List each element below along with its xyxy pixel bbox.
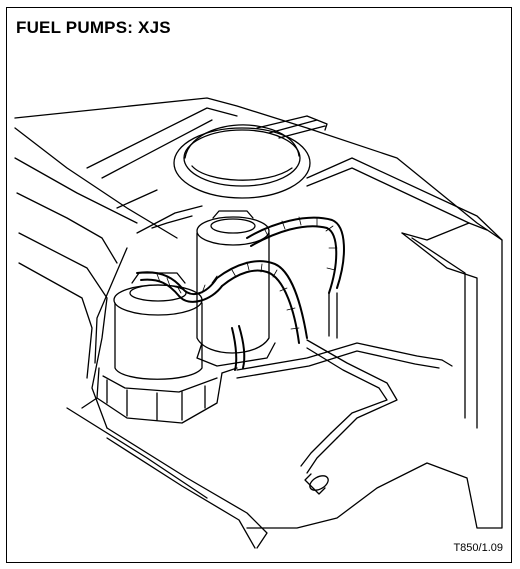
figure-reference: T850/1.09: [453, 542, 503, 554]
fuel-hoses: [136, 216, 345, 371]
fuel-hose-braiding: [156, 216, 338, 330]
pipe-connector: [300, 432, 338, 495]
fuel-pump-rear: [196, 210, 276, 367]
fuel-pipes: [236, 292, 453, 439]
figure-title: FUEL PUMPS: XJS: [16, 18, 171, 37]
fuel-pump-illustration: [14, 97, 503, 549]
fuel-tank: [14, 97, 503, 549]
pump-mounting-plate: [173, 115, 328, 199]
diagram-frame: FUEL PUMPS: XJS: [6, 7, 512, 563]
